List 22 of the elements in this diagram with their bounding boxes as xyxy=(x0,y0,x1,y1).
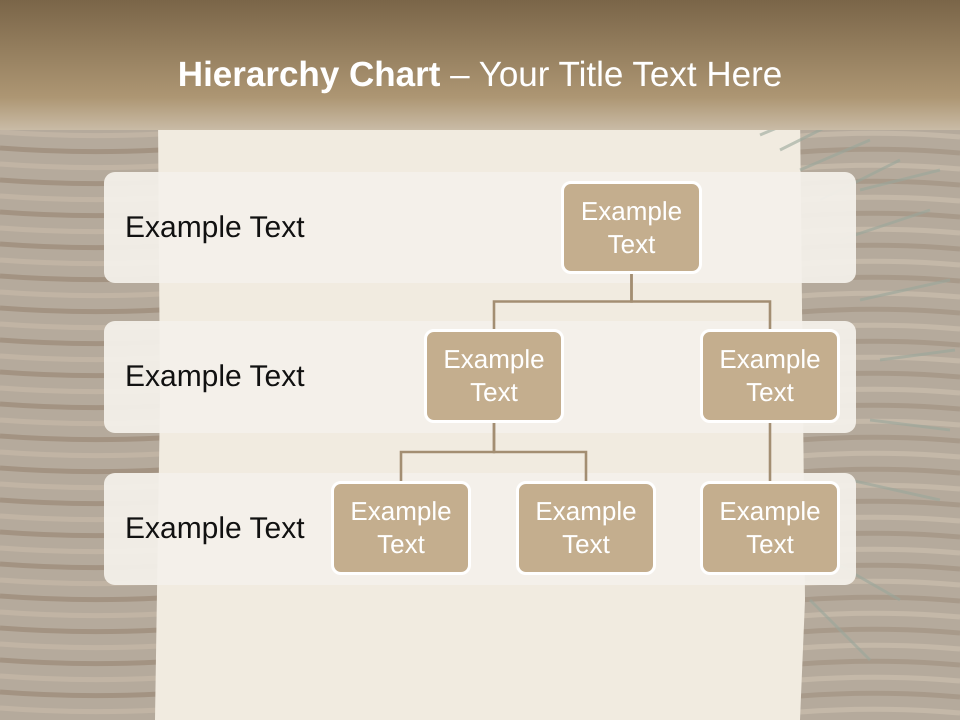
org-box xyxy=(424,329,564,423)
org-box xyxy=(561,181,702,274)
connector-line xyxy=(492,423,588,481)
org-box xyxy=(700,329,840,423)
band-label: Example Text xyxy=(125,210,305,246)
slide-title: Hierarchy Chart – Your Title Text Here xyxy=(176,54,784,96)
connector-line xyxy=(630,274,772,329)
box-label: Example Text xyxy=(534,495,638,561)
band-label: Example Text xyxy=(125,359,305,395)
level-band xyxy=(104,172,856,283)
band-label: Example Text xyxy=(125,511,305,547)
box-label: Example Text xyxy=(580,194,684,260)
level-band xyxy=(104,321,856,433)
box-label: Example Text xyxy=(349,495,453,561)
connector-line xyxy=(768,423,772,481)
org-box xyxy=(700,481,840,575)
level-band xyxy=(104,473,856,585)
box-label: Example Text xyxy=(442,343,546,409)
box-label: Example Text xyxy=(718,495,822,561)
org-box xyxy=(331,481,471,575)
org-box xyxy=(516,481,656,575)
box-label: Example Text xyxy=(718,343,822,409)
